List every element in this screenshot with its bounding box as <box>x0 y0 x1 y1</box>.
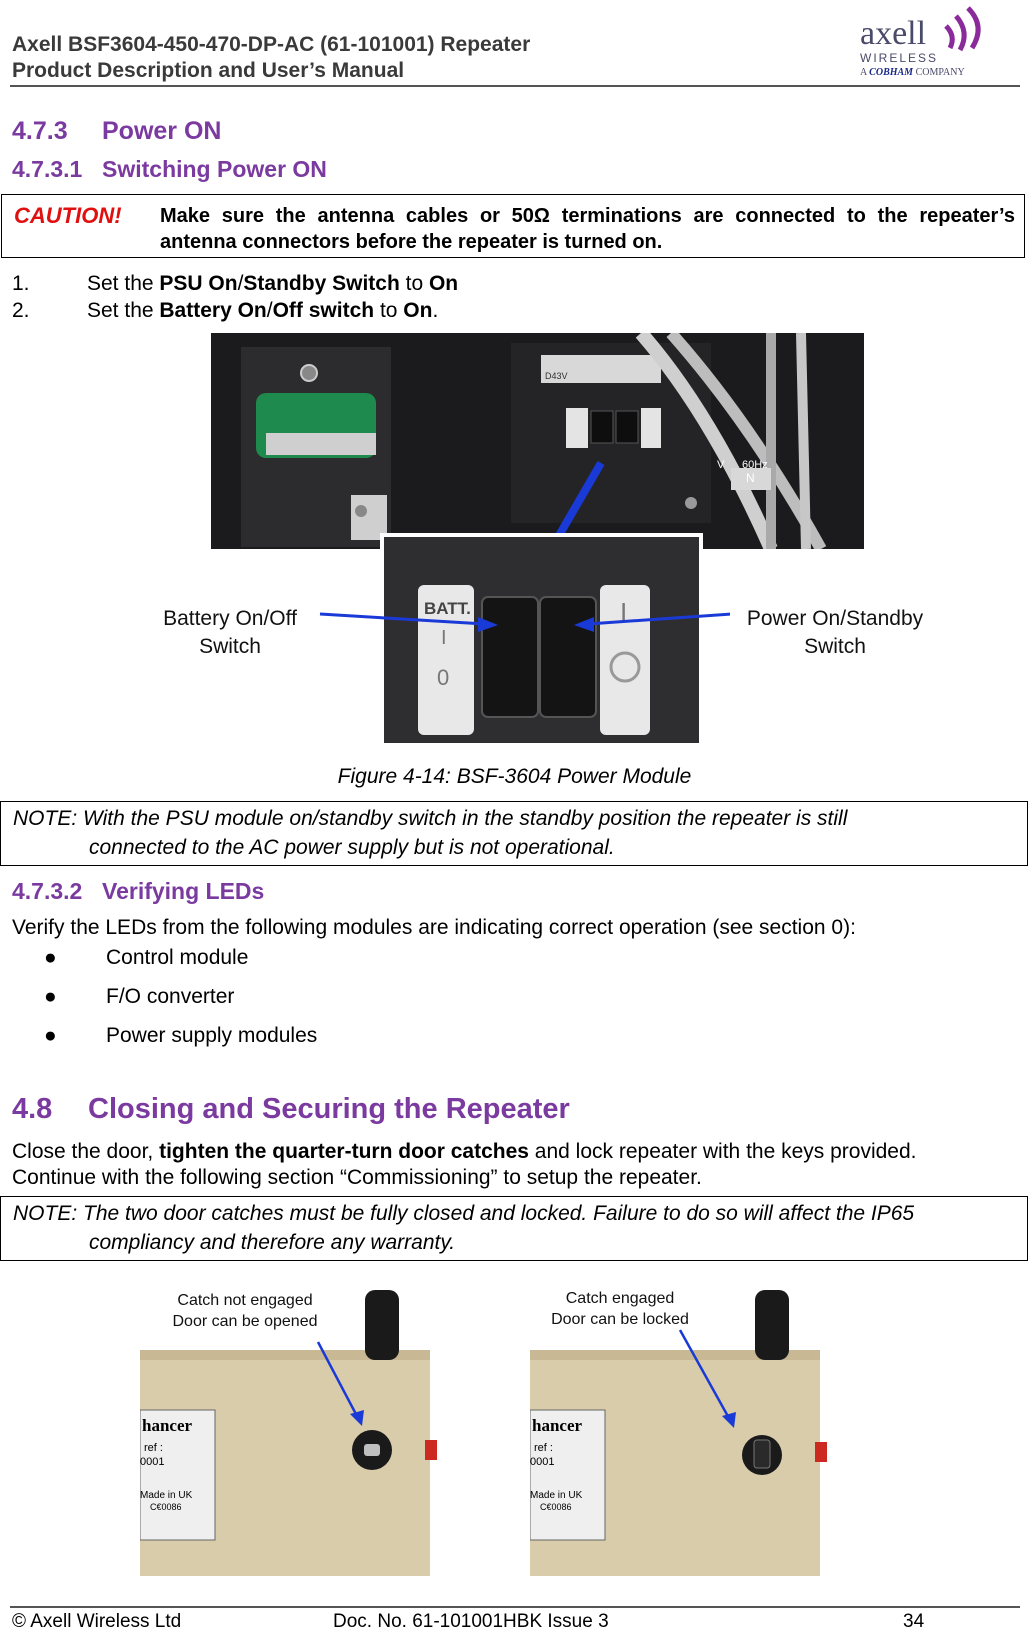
header-title: Axell BSF3604-450-470-DP-AC (61-101001) … <box>12 33 531 56</box>
heading-4-7-3-1: 4.7.3.1 Switching Power ON <box>12 156 327 183</box>
heading-4-7-3: 4.7.3 Power ON <box>12 117 221 146</box>
caution-label: CAUTION! <box>14 203 122 228</box>
switch-closeup-photo: BATT. I 0 I <box>380 533 703 747</box>
logo-sub-text: WIRELESS <box>860 51 938 65</box>
batt-on-mark: I <box>441 627 447 649</box>
axell-logo: axell WIRELESS A COBHAM COMPANY <box>860 2 1000 80</box>
callout-arrows <box>319 612 730 632</box>
note-door-catches: NOTE: The two door catches must be fully… <box>0 1196 1028 1261</box>
power-module-photo: 60Hz N V D43V <box>211 333 864 549</box>
heading-4-8: 4.8 Closing and Securing the Repeater <box>12 1093 570 1126</box>
section-title: Closing and Securing the Repeater <box>88 1093 570 1125</box>
document-header: Axell BSF3604-450-470-DP-AC (61-101001) … <box>12 32 530 84</box>
footer-copyright: © Axell Wireless Ltd <box>12 1611 182 1632</box>
list-item: ●Power supply modules <box>44 1024 318 1047</box>
catch-not-engaged-label: Catch not engaged Door can be opened <box>172 1292 318 1330</box>
leds-intro: Verify the LEDs from the following modul… <box>12 916 856 939</box>
section-title: Switching Power ON <box>102 156 327 182</box>
plate-ref: ref : <box>144 1442 163 1454</box>
batt-label: BATT. <box>424 599 471 618</box>
sticker-freq: 60Hz <box>742 459 768 471</box>
closing-instructions: Close the door, tighten the quarter-turn… <box>12 1140 917 1189</box>
section-number: 4.7.3 <box>12 117 68 145</box>
list-item: ●Control module <box>44 946 249 969</box>
axell-logo-graphic: axell WIRELESS A COBHAM COMPANY <box>860 6 981 78</box>
logo-main-text: axell <box>860 15 926 52</box>
header-subtitle: Product Description and User’s Manual <box>12 59 405 82</box>
figure-caption: Figure 4-14: BSF-3604 Power Module <box>337 765 692 788</box>
section-number: 4.7.3.1 <box>12 156 83 182</box>
svg-text:A COBHAM COMPANY: A COBHAM COMPANY <box>860 67 965 78</box>
door-catch-not-engaged-photo: hancer ref : 0001 Made in UK C€0086 Catc… <box>140 1280 440 1576</box>
header-rule <box>10 85 1020 87</box>
door-catch-engaged-photo: hancer ref : 0001 Made in UK C€0086 Catc… <box>530 1280 830 1576</box>
catch-engaged-label: Catch engaged Door can be locked <box>551 1290 689 1328</box>
plate-made: Made in UK <box>530 1490 583 1501</box>
battery-switch-callout: Battery On/Off Switch <box>163 607 297 658</box>
step-2: 2.Set the Battery On/Off switch to On. <box>12 299 439 322</box>
step-number: 2. <box>12 299 30 322</box>
footer-page-number: 34 <box>903 1611 925 1632</box>
sticker-code: D43V <box>545 371 568 381</box>
plate-title: hancer <box>142 1416 193 1435</box>
power-on-mark: I <box>620 597 628 627</box>
section-title: Verifying LEDs <box>102 878 265 904</box>
heading-4-7-3-2: 4.7.3.2 Verifying LEDs <box>12 878 264 905</box>
caution-box: CAUTION! Make sure the antenna cables or… <box>1 194 1025 258</box>
plate-made: Made in UK <box>140 1490 193 1501</box>
section-number: 4.7.3.2 <box>12 878 83 904</box>
section-number: 4.8 <box>12 1093 53 1125</box>
footer-rule <box>10 1606 1020 1608</box>
batt-off-mark: 0 <box>437 665 450 690</box>
plate-number: 0001 <box>530 1456 555 1468</box>
caution-text: Make sure the antenna cables or 50Ω term… <box>160 205 1015 253</box>
plate-ref: ref : <box>534 1442 553 1454</box>
step-1: 1.Set the PSU On/Standby Switch to On <box>12 272 459 295</box>
plate-ce: C€0086 <box>150 1502 182 1512</box>
footer-doc-number: Doc. No. 61-101001HBK Issue 3 <box>333 1611 609 1632</box>
sticker-n: N <box>746 471 755 485</box>
sticker-v: V <box>717 459 725 471</box>
step-number: 1. <box>12 272 30 295</box>
power-switch-callout: Power On/Standby Switch <box>746 607 924 658</box>
note-standby: NOTE: With the PSU module on/standby swi… <box>0 801 1028 866</box>
plate-number: 0001 <box>140 1456 165 1468</box>
list-item: ●F/O converter <box>44 985 235 1008</box>
plate-title: hancer <box>532 1416 583 1435</box>
plate-ce: C€0086 <box>540 1502 572 1512</box>
section-title: Power ON <box>102 117 222 145</box>
